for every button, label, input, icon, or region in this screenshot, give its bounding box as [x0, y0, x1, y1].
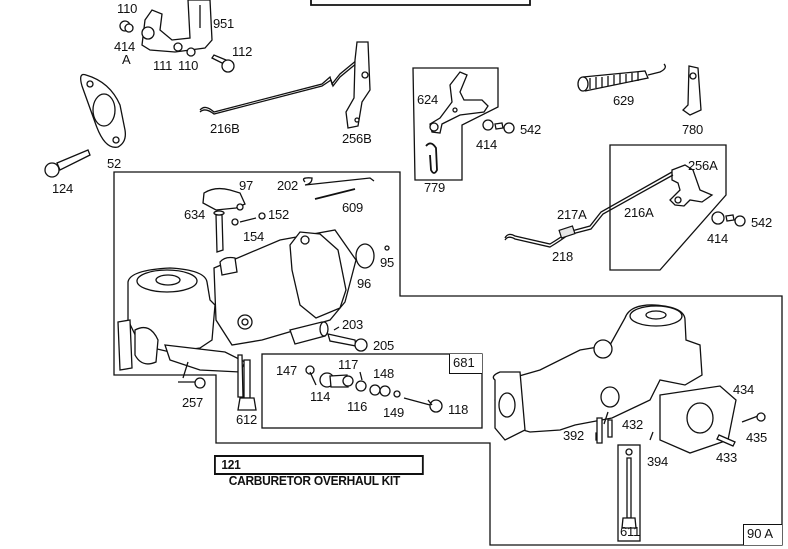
part-label-116: 116 — [347, 399, 368, 414]
throttle-shaft-634 — [213, 210, 225, 253]
part-label-435: 435 — [746, 430, 768, 445]
bolt-124 — [44, 149, 91, 178]
gasket-52 — [80, 73, 126, 148]
carburetor-frame — [113, 171, 783, 546]
bolt-611 — [621, 448, 637, 529]
box-611 — [617, 444, 641, 542]
part-label-256b: 256B — [342, 131, 372, 146]
part-label-217a: 217A — [557, 207, 587, 222]
kit-title-box: 121 CARBURETOR OVERHAUL KIT — [214, 455, 424, 488]
throttle-plate-97 — [202, 187, 246, 211]
part-label-95: 95 — [380, 255, 395, 270]
part-label-202: 202 — [277, 178, 299, 193]
kit-name: CARBURETOR OVERHAUL KIT — [228, 473, 401, 488]
pin-203-205 — [289, 321, 368, 352]
part-label-433: 433 — [716, 450, 738, 465]
part-label-624: 624 — [417, 92, 439, 107]
box-681 — [261, 353, 483, 429]
washer-screw-414c-542b — [711, 211, 746, 227]
part-label-257: 257 — [182, 395, 204, 410]
part-label-634: 634 — [184, 207, 206, 222]
spring-152-154 — [231, 212, 266, 226]
part-label-149: 149 — [383, 405, 405, 420]
throttle-bracket-951 — [141, 0, 213, 57]
part-label-542: 542 — [520, 122, 542, 137]
kit-parts — [305, 365, 443, 413]
part-label-112: 112 — [232, 44, 253, 59]
part-label-392: 392 — [563, 428, 585, 443]
part-label-205: 205 — [373, 338, 395, 353]
lever-256b — [345, 41, 371, 129]
box-256a-216a — [609, 144, 727, 271]
part-label-434: 434 — [733, 382, 755, 397]
part-label-117: 117 — [338, 357, 359, 372]
screw-257 — [178, 377, 206, 389]
kit-box-tag: 681 — [449, 354, 482, 374]
part-label-203: 203 — [342, 317, 364, 332]
choke-plate-96 — [355, 243, 390, 269]
part-label-779: 779 — [424, 180, 446, 195]
part-label-611: 611 — [620, 524, 641, 539]
part-label-152: 152 — [268, 207, 290, 222]
part-label-110-b: 110 — [178, 58, 199, 73]
part-label-111: 111 — [153, 58, 173, 73]
part-label-432: 432 — [622, 417, 644, 432]
part-label-629: 629 — [613, 93, 635, 108]
part-label-52: 52 — [107, 156, 122, 171]
part-label-110: 110 — [117, 1, 138, 16]
part-label-124: 124 — [52, 181, 74, 196]
part-label-218: 218 — [552, 249, 574, 264]
screw-435 — [741, 412, 766, 423]
governor-link-216b — [199, 54, 364, 115]
part-label-256a: 256A — [688, 158, 718, 173]
part-label-118: 118 — [448, 402, 469, 417]
part-label-148: 148 — [373, 366, 395, 381]
bracket-780 — [681, 65, 702, 116]
link-216a-217a-218 — [504, 171, 674, 248]
part-label-414: 414 — [114, 39, 136, 54]
main-box-tag: 90 A — [743, 524, 782, 545]
box-624-779 — [412, 67, 499, 181]
part-label-216b: 216B — [210, 121, 240, 136]
nut-110-414a — [119, 20, 134, 33]
part-label-609: 609 — [342, 200, 364, 215]
spring-629 — [577, 63, 666, 92]
carburetor-body-right — [492, 304, 703, 444]
part-label-96: 96 — [357, 276, 372, 291]
part-label-114: 114 — [310, 389, 331, 404]
part-label-a: A — [122, 52, 131, 67]
part-label-394: 394 — [647, 454, 669, 469]
washer-screw-414-542 — [482, 119, 515, 134]
part-label-414-b: 414 — [476, 137, 498, 152]
top-frame-fragment — [310, 0, 531, 6]
part-label-154: 154 — [243, 229, 265, 244]
part-label-951: 951 — [213, 16, 235, 31]
wire-202-609 — [302, 177, 375, 200]
leader-lines — [182, 326, 654, 441]
kit-number: 121 — [221, 457, 241, 472]
lever-256a — [669, 164, 714, 207]
part-label-780: 780 — [682, 122, 704, 137]
screw-112 — [211, 54, 235, 73]
part-label-612: 612 — [236, 412, 258, 427]
part-label-216a: 216A — [624, 205, 654, 220]
part-label-97: 97 — [239, 178, 254, 193]
carburetor-body-left — [117, 229, 357, 373]
lever-624 — [429, 71, 489, 134]
spring-link-779 — [425, 142, 438, 174]
pin-433 — [716, 434, 736, 447]
part-label-414-c: 414 — [707, 231, 729, 246]
bolt-612 — [237, 354, 257, 411]
part-label-542-b: 542 — [751, 215, 773, 230]
part-label-147: 147 — [276, 363, 298, 378]
